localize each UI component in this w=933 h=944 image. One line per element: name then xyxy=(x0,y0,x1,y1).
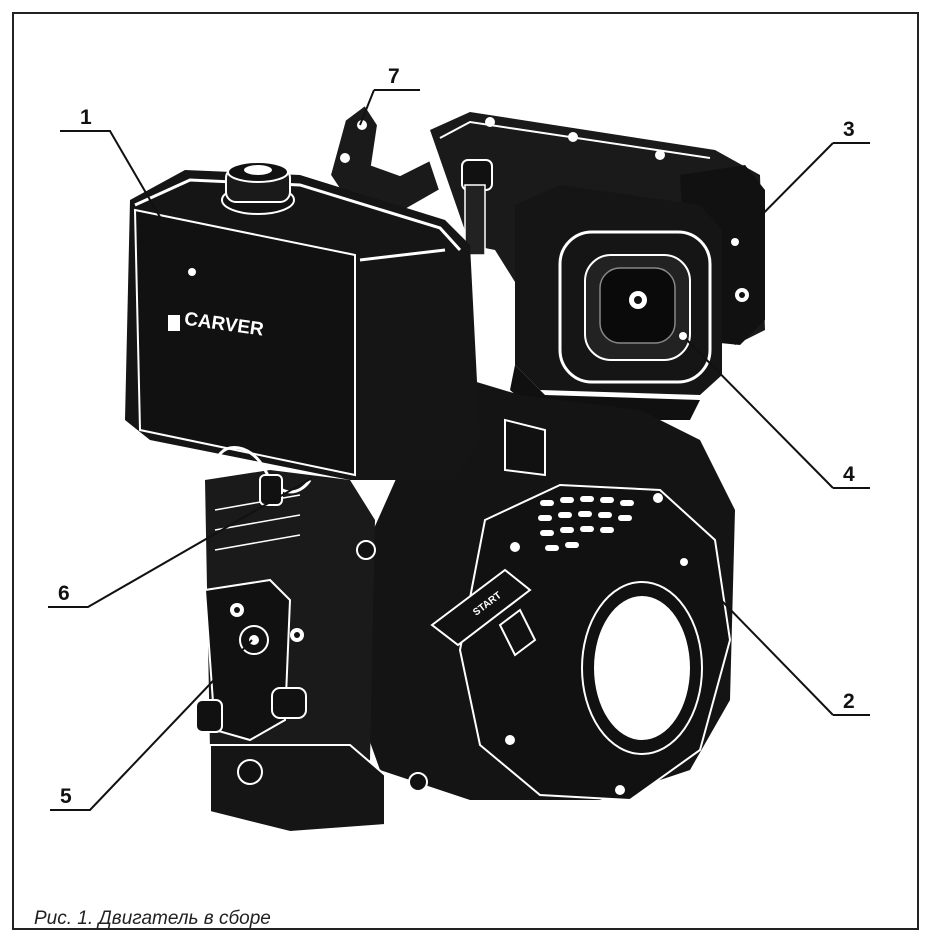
starter-handle: START xyxy=(430,568,537,657)
governor-bolt-inner xyxy=(294,632,300,638)
callout-number-4: 4 xyxy=(843,463,855,486)
fuel-tank-side-edge xyxy=(359,248,446,262)
callout-line-6 xyxy=(48,477,313,608)
callout-line-3 xyxy=(734,142,870,243)
starter-housing xyxy=(458,483,732,802)
starter-bolt xyxy=(505,735,515,745)
callout-number-3: 3 xyxy=(843,118,855,141)
dipstick-shaft xyxy=(464,184,486,256)
valve-cover-edge xyxy=(439,120,711,159)
throttle-knob-center xyxy=(249,635,259,645)
carver-logo-mark xyxy=(168,315,180,331)
oil-sensor xyxy=(271,687,307,719)
bracket-bolt xyxy=(340,153,350,163)
callout-line-5 xyxy=(50,639,253,811)
air-filter-bolt-inner xyxy=(739,292,745,298)
fuel-cap-center xyxy=(244,165,272,175)
wing-nut-center xyxy=(634,296,642,304)
bracket-hole xyxy=(357,120,367,130)
starter-bolt xyxy=(510,542,520,552)
starter-bolt xyxy=(653,493,663,503)
governor-bolt-inner xyxy=(234,607,240,613)
fuel-tank-top-edge xyxy=(134,178,462,252)
side-bolt xyxy=(356,540,376,560)
callout-number-1: 1 xyxy=(80,106,92,129)
air-filter-cover-rim xyxy=(558,230,712,384)
callout-line-1 xyxy=(60,130,193,273)
cover-bolt xyxy=(485,117,495,127)
base-bolt xyxy=(408,772,428,792)
fuel-tank-front-face xyxy=(133,208,356,477)
starter-cup xyxy=(594,596,690,740)
cover-bolt xyxy=(568,132,578,142)
callout-line-7 xyxy=(359,89,420,126)
cover-bolt xyxy=(655,150,665,160)
starter-vents xyxy=(538,496,634,551)
cylinder-side-fins xyxy=(214,494,301,551)
stop-lever xyxy=(195,699,223,733)
callout-number-7: 7 xyxy=(388,65,400,88)
callout-number-6: 6 xyxy=(58,582,70,605)
engine-base xyxy=(209,744,386,834)
callout-dots xyxy=(188,238,739,566)
starter-cup-rim xyxy=(581,581,703,755)
callout-number-2: 2 xyxy=(843,690,855,713)
callout-lines xyxy=(48,89,870,811)
crankcase-highlight xyxy=(504,418,546,477)
callout-line-2 xyxy=(683,561,870,716)
starter-bolt xyxy=(615,785,625,795)
base-bolt xyxy=(237,759,263,785)
fuel-line xyxy=(213,446,312,494)
figure-caption: Рис. 1. Двигатель в сборе xyxy=(34,908,271,929)
callout-line-4 xyxy=(682,335,870,489)
callout-number-5: 5 xyxy=(60,785,72,808)
